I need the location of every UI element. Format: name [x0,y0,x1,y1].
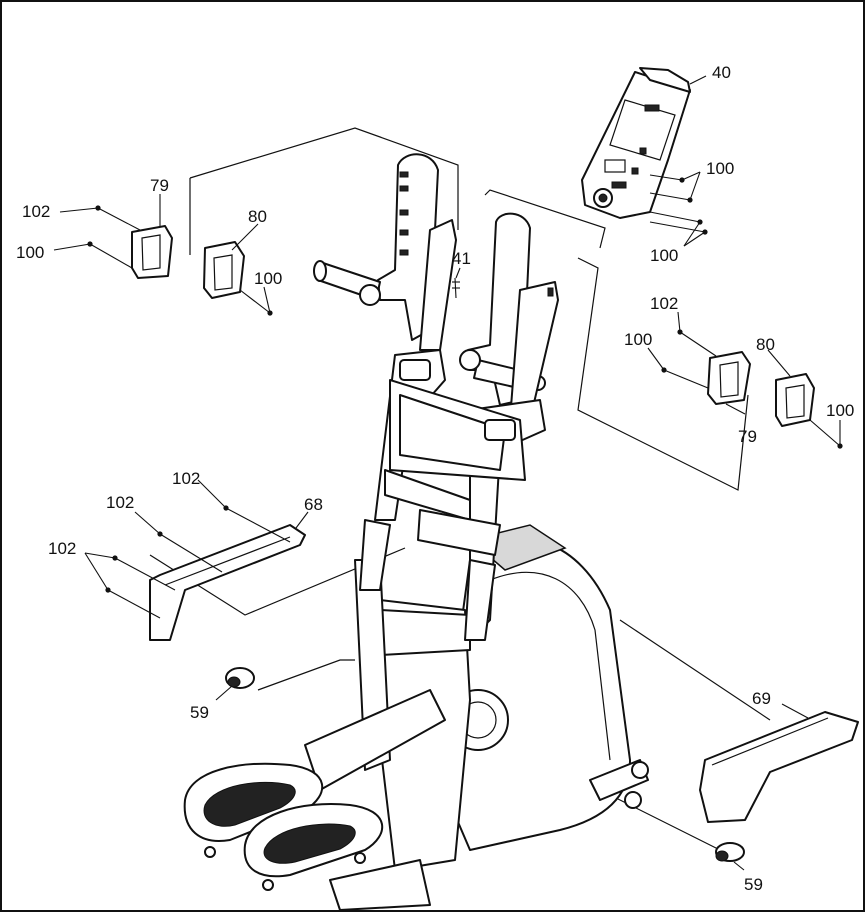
label-100-right-cap: 100 [826,401,854,420]
wheel-part-59-left [225,667,255,689]
label-59-left: 59 [190,703,209,722]
cover-part-68 [149,524,306,641]
label-80-left: 80 [248,207,267,226]
label-100-right: 100 [624,330,652,349]
part-labels: 40 100 100 79 102 100 80 100 41 102 100 … [16,63,854,894]
console-part-40 [581,67,691,219]
label-68: 68 [304,495,323,514]
label-41: 41 [452,249,471,268]
label-40: 40 [712,63,731,82]
left-foot-pedal [183,762,324,858]
left-cap-80 [203,241,245,299]
label-59-right: 59 [744,875,763,894]
right-cap-79 [707,351,751,405]
label-80-right: 80 [756,335,775,354]
label-102-right: 102 [650,294,678,313]
bolt-part-41 [452,277,460,299]
right-arm-handle [459,212,559,421]
label-102-left: 102 [22,202,50,221]
label-100-left-cap: 100 [254,269,282,288]
screw-dots [87,177,843,593]
label-102-cover-left: 102 [48,539,76,558]
left-arm-handle [313,153,457,351]
label-79-left: 79 [150,176,169,195]
cover-part-69 [699,711,859,823]
leader-lines [53,75,841,871]
left-cap-79 [131,225,173,279]
label-102-cover-top: 102 [172,469,200,488]
group-outline-wheel [257,659,721,851]
group-outline-left-cap [189,127,459,255]
label-69: 69 [752,689,771,708]
label-100-console-bottom: 100 [650,246,678,265]
label-102-cover-mid: 102 [106,493,134,512]
right-cap-80 [775,373,815,427]
group-outline-right-cap [484,189,749,491]
label-79-right: 79 [738,427,757,446]
right-foot-pedal [243,803,384,891]
label-100-left: 100 [16,243,44,262]
label-100-console-top: 100 [706,159,734,178]
group-outline-cover-69 [619,619,771,721]
wheel-part-59-right [715,842,745,862]
lower-arm-links [359,349,546,641]
